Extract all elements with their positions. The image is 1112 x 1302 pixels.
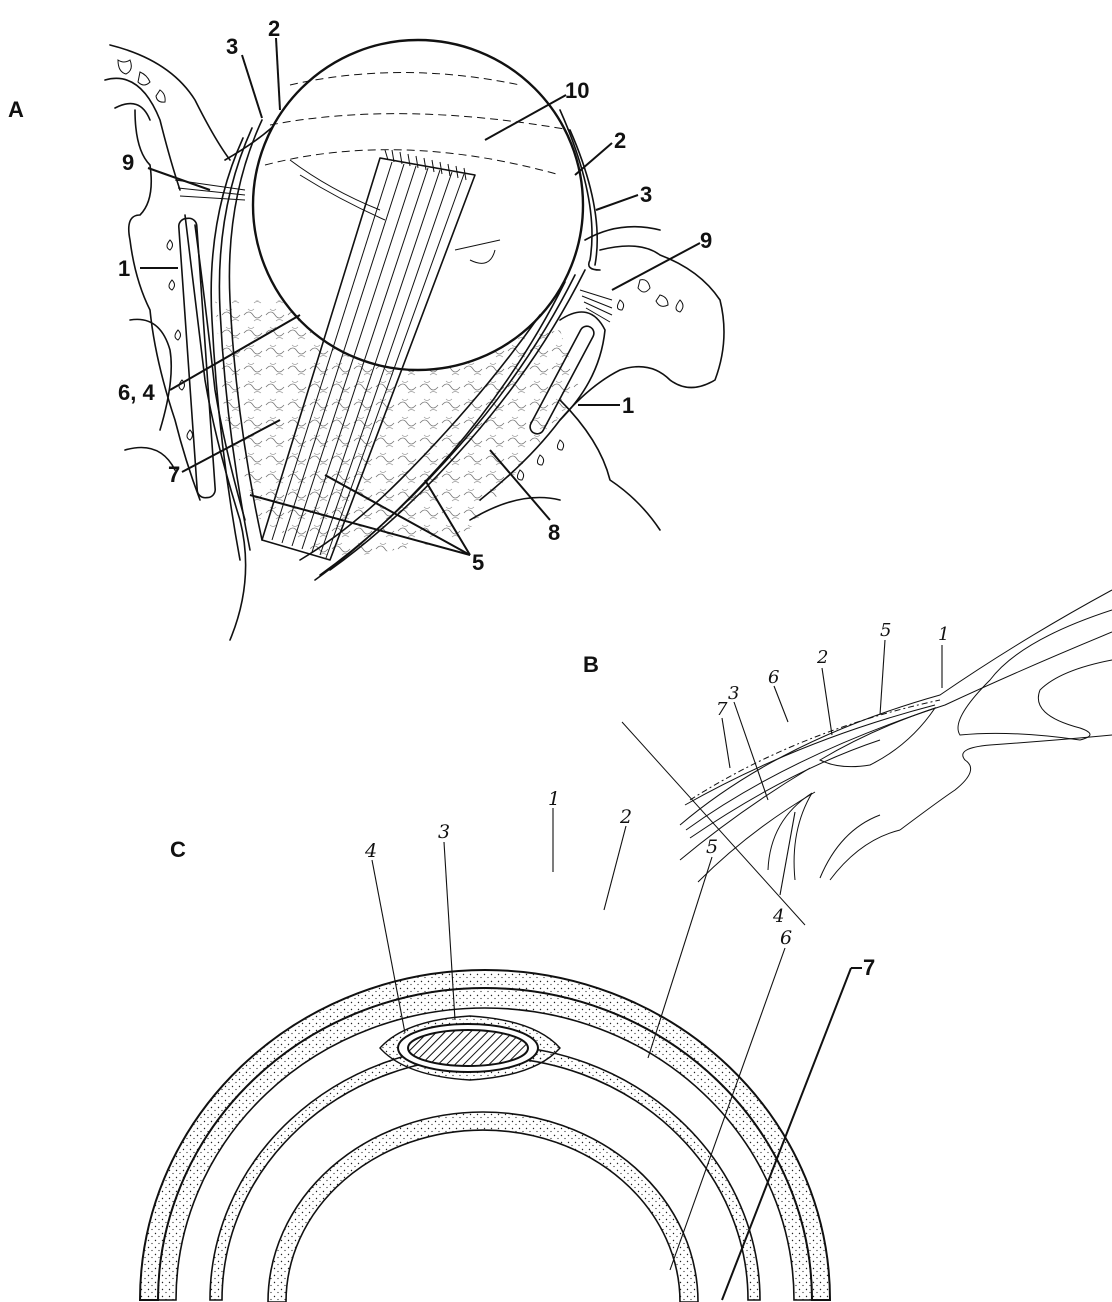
label-b-1: 1 (938, 624, 949, 645)
lens-edge (830, 830, 900, 880)
label-b-3: 3 (728, 683, 739, 704)
label-a-3-top: 3 (226, 34, 238, 59)
label-c-1: 1 (548, 788, 560, 810)
eyeball (253, 40, 583, 370)
label-c-4: 4 (364, 840, 377, 862)
label-c-5: 5 (706, 836, 718, 858)
panel-b-leaders (722, 640, 942, 895)
panel-c-letter: C (170, 837, 186, 862)
label-a-3-right: 3 (640, 182, 652, 207)
iris-shape (900, 735, 1112, 830)
label-b-7: 7 (716, 699, 728, 720)
label-c-7: 7 (863, 955, 875, 980)
label-a-1-right: 1 (622, 393, 634, 418)
label-c-6: 6 (780, 927, 792, 949)
label-a-1-left: 1 (118, 256, 130, 281)
panel-b: B 1 5 2 6 3 7 (583, 590, 1112, 927)
label-a-2-top: 2 (268, 16, 280, 41)
label-a-10: 10 (565, 78, 589, 103)
label-a-9-right: 9 (700, 228, 712, 253)
label-c-2: 2 (619, 806, 632, 828)
outer-layer-1 (680, 590, 1112, 825)
space-2 (820, 708, 935, 767)
lens-edge-2 (820, 815, 880, 878)
label-a-2-right: 2 (614, 128, 626, 153)
nerve-bundle (380, 1016, 560, 1080)
panel-b-letter: B (583, 652, 599, 677)
panel-c: C 1 2 3 4 5 6 7 (140, 788, 875, 1302)
label-b-2: 2 (816, 647, 828, 668)
panel-a-letter: A (8, 97, 24, 122)
cornea-shape (958, 610, 1112, 740)
label-a-9-left: 9 (122, 150, 134, 175)
sac-4 (768, 793, 812, 880)
label-b-4: 4 (772, 906, 784, 927)
label-a-5: 5 (472, 550, 484, 575)
panel-a: A (8, 16, 724, 640)
label-a-8: 8 (548, 520, 560, 545)
label-b-6: 6 (768, 667, 779, 688)
label-a-7: 7 (168, 462, 180, 487)
label-a-6-4: 6, 4 (118, 380, 155, 405)
band-6 (268, 1112, 698, 1302)
layer-3-lower (680, 768, 810, 860)
label-b-5: 5 (880, 620, 891, 641)
label-c-3: 3 (438, 821, 450, 843)
